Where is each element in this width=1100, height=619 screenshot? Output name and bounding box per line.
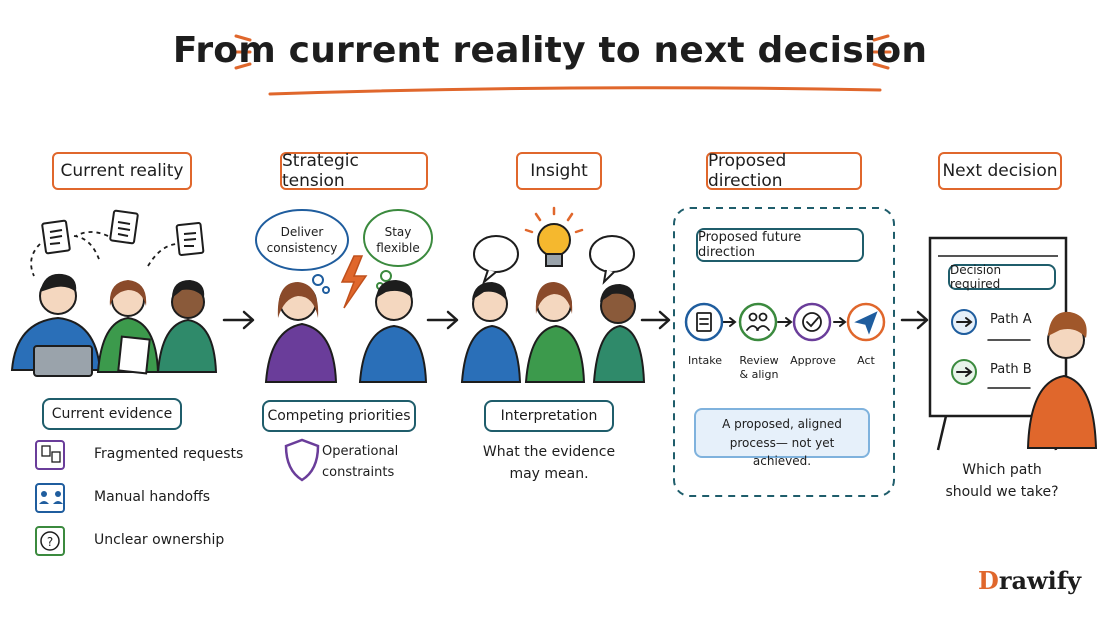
lightning-icon — [340, 255, 368, 309]
svg-text:?: ? — [47, 535, 53, 549]
decision-question: Which path should we take? — [945, 462, 1059, 500]
operational-constraints-label: Operational constraints — [322, 444, 399, 480]
flow-arrow-3 — [640, 310, 671, 330]
competing-priorities-label: Competing priorities — [262, 400, 416, 432]
arrow-right-icon — [951, 359, 977, 385]
insight-caption: What the evidence may mean. — [482, 444, 616, 482]
path-arrow-icons — [951, 309, 1031, 389]
person-insight-right — [592, 284, 646, 383]
step-act-label: Act — [857, 354, 875, 367]
flow-arrow-4 — [900, 310, 929, 330]
speech-bubble-right — [589, 235, 635, 285]
laptop-icon — [33, 345, 93, 377]
document-icon — [696, 312, 712, 332]
proposed-future-heading: Proposed future direction — [696, 228, 864, 262]
path-a-label: Path A — [990, 312, 1032, 327]
interpretation-label: Interpretation — [484, 400, 614, 432]
check-icon — [802, 312, 822, 332]
flow-arrows — [222, 310, 929, 330]
brand-initial: D — [978, 566, 999, 595]
proposed-note: A proposed, aligned process— not yet ach… — [694, 408, 870, 468]
scattered-documents-icon — [35, 440, 65, 470]
evidence-item-handoffs: Manual handoffs — [94, 489, 211, 505]
document-icon — [109, 209, 139, 245]
handoff-icon — [35, 483, 65, 513]
step-circles — [684, 302, 886, 342]
floating-documents — [41, 209, 205, 256]
person-tension-left — [264, 282, 338, 383]
person-insight-left — [460, 282, 522, 383]
people-icon — [746, 312, 770, 331]
evidence-item-fragmented: Fragmented requests — [94, 446, 244, 462]
stage-strategic-tension: Strategic tension — [280, 151, 428, 191]
step-approve-label: Approve — [790, 354, 836, 367]
flow-arrow-2 — [426, 310, 459, 330]
person-left-laptop — [10, 273, 102, 377]
stage-next-decision: Next decision — [938, 152, 1062, 190]
page-title: From current reality to next decision — [172, 30, 928, 71]
bubble-stay-flexible: Stay flexible — [376, 225, 420, 256]
stage-current-reality: Current reality — [52, 152, 192, 190]
review-circle — [738, 302, 778, 342]
thought-bubble-left — [255, 209, 349, 294]
flow-arrow-1 — [222, 310, 255, 330]
proposed-direction-frame — [673, 207, 895, 497]
decision-required-label: Decision required — [948, 263, 1056, 291]
stage-proposed-direction: Proposed direction — [706, 151, 862, 191]
brand-logo: Drawify — [978, 566, 1081, 595]
paper-icon — [117, 335, 151, 375]
step-intake-label: Intake — [687, 354, 722, 367]
step-connectors — [721, 317, 847, 327]
approve-circle — [792, 302, 832, 342]
lightbulb-icon — [524, 206, 584, 267]
document-icon — [175, 222, 205, 256]
current-evidence-label: Current evidence — [42, 398, 182, 430]
person-right-thinking — [156, 280, 218, 373]
path-b-label: Path B — [990, 362, 1032, 377]
person-deciding — [1026, 311, 1098, 449]
send-icon — [854, 311, 878, 335]
shield-icon — [284, 438, 320, 482]
evidence-item-ownership: Unclear ownership — [94, 532, 225, 548]
brand-rest: rawify — [998, 566, 1082, 595]
bubble-deliver-consistency: Deliver consistency — [266, 225, 338, 256]
title-sparks — [232, 34, 892, 70]
person-tension-right — [358, 280, 428, 383]
step-review-label: Review & align — [739, 354, 779, 382]
title-underline — [268, 86, 882, 96]
thought-bubble-right — [363, 209, 433, 290]
stage-insight: Insight — [516, 152, 602, 190]
question-mark-icon: ? — [35, 526, 65, 556]
person-middle-paper — [96, 280, 160, 375]
person-insight-middle — [524, 282, 586, 383]
intake-circle — [684, 302, 724, 342]
dashed-connectors — [30, 231, 177, 277]
speech-bubble-left — [473, 235, 519, 286]
document-icon — [41, 219, 71, 255]
arrow-right-icon — [951, 309, 977, 335]
